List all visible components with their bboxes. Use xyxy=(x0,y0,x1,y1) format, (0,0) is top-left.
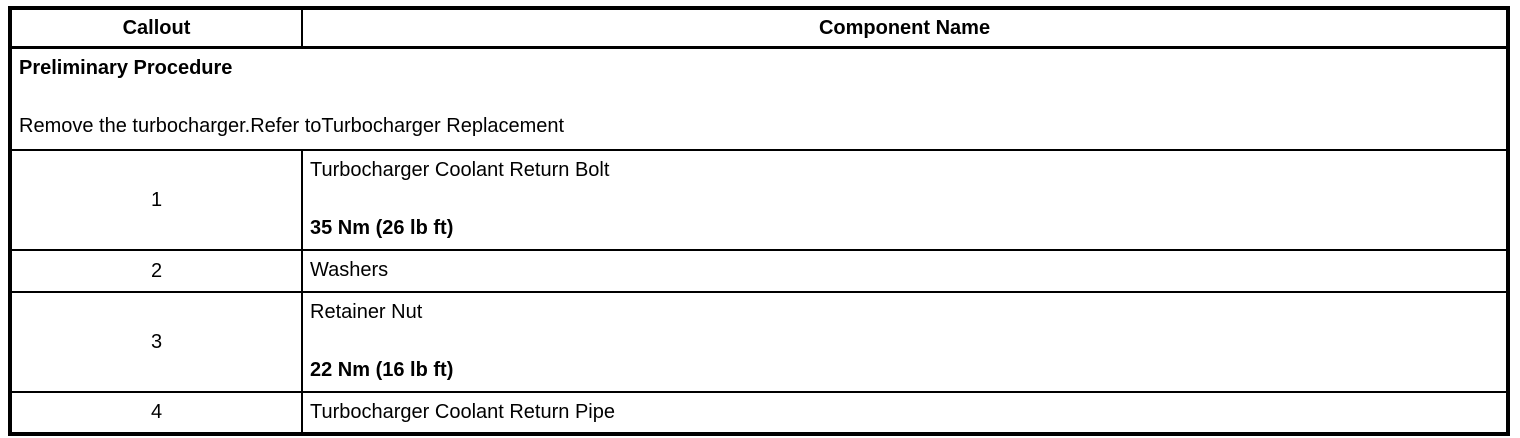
table-header-row: Callout Component Name xyxy=(9,7,1509,49)
callout-number: 2 xyxy=(9,249,303,293)
table-row: 2 Washers xyxy=(9,249,1509,293)
torque-spec: 35 Nm (26 lb ft) xyxy=(310,217,454,239)
component-name: Retainer Nut xyxy=(310,301,423,323)
table-row: 4 Turbocharger Coolant Return Pipe xyxy=(9,391,1509,435)
callout-number: 1 xyxy=(9,149,303,251)
component-name: Turbocharger Coolant Return Bolt xyxy=(310,159,610,181)
component-cell: Turbocharger Coolant Return Bolt 35 Nm (… xyxy=(301,149,1509,251)
callout-number: 3 xyxy=(9,291,303,393)
table-row: 1 Turbocharger Coolant Return Bolt 35 Nm… xyxy=(9,149,1509,251)
preliminary-procedure-cell: Preliminary Procedure Remove the turboch… xyxy=(9,46,1509,151)
callout-column-header: Callout xyxy=(9,7,303,49)
torque-spec: 22 Nm (16 lb ft) xyxy=(310,359,454,381)
table-row: 3 Retainer Nut 22 Nm (16 lb ft) xyxy=(9,291,1509,393)
preliminary-procedure-instruction: Remove the turbocharger.Refer toTurbocha… xyxy=(19,115,565,137)
component-name-column-header: Component Name xyxy=(301,7,1509,49)
callout-number: 4 xyxy=(9,391,303,435)
component-cell: Turbocharger Coolant Return Pipe xyxy=(301,391,1509,435)
preliminary-procedure-title: Preliminary Procedure xyxy=(19,57,233,79)
preliminary-procedure-row: Preliminary Procedure Remove the turboch… xyxy=(9,46,1509,151)
component-name: Washers xyxy=(310,259,389,281)
component-name: Turbocharger Coolant Return Pipe xyxy=(310,401,615,423)
component-callout-table: Callout Component Name Preliminary Proce… xyxy=(8,6,1510,436)
component-cell: Retainer Nut 22 Nm (16 lb ft) xyxy=(301,291,1509,393)
component-cell: Washers xyxy=(301,249,1509,293)
